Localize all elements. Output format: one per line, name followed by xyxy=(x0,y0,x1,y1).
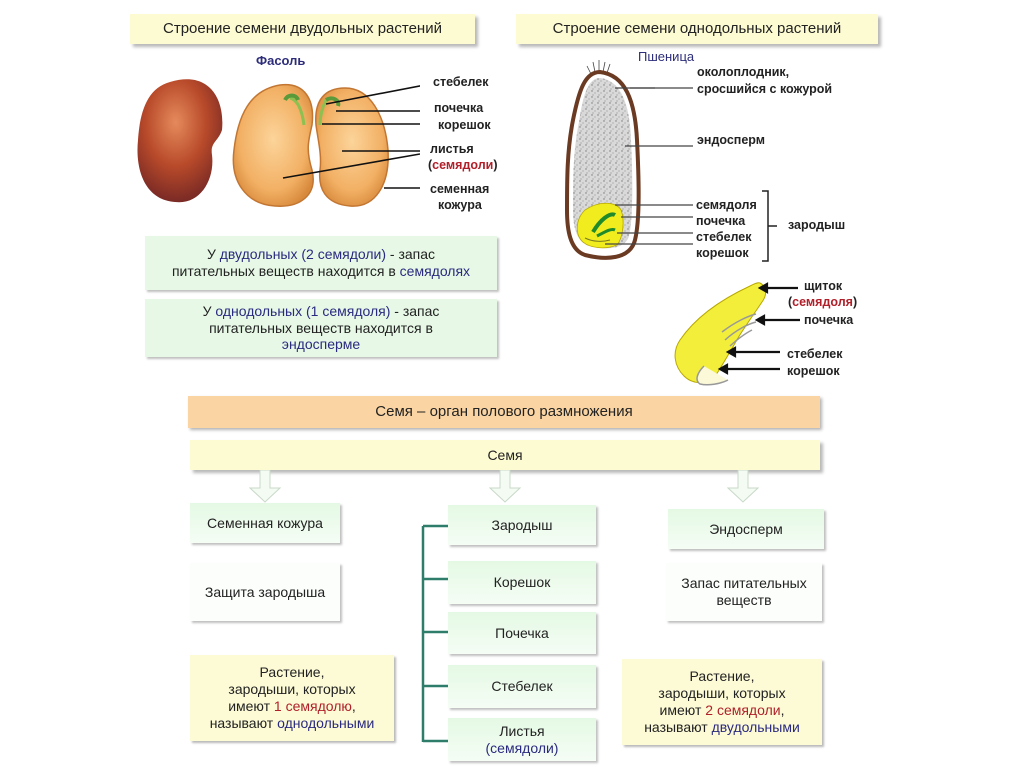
dicot-highlight: двудольных (2 семядоли) xyxy=(219,246,387,263)
def-line: имеют 1 семядолю, xyxy=(228,698,356,715)
label-endosperm: эндосперм xyxy=(697,133,766,147)
label-stem: стебелек xyxy=(696,230,752,244)
seed-box: Семя xyxy=(190,440,820,470)
text: , xyxy=(780,702,785,718)
def-line: называют двудольными xyxy=(644,719,800,736)
embryo-bracket xyxy=(762,190,777,262)
dicot-definition: Растение, зародыши, которых имеют 2 семя… xyxy=(622,659,822,745)
label-pericarp: околоплодник, xyxy=(697,65,790,79)
text: имеют xyxy=(659,702,706,718)
def-line: Растение, xyxy=(259,664,325,681)
embryo-part-leaves: Листья (семядоли) xyxy=(448,718,596,761)
text: , xyxy=(351,698,356,714)
def-line: зародыши, которых xyxy=(228,681,356,698)
label-cotyledons: (семядоли) xyxy=(428,158,498,174)
cotyledons-label: (семядоли) xyxy=(485,739,559,756)
label-seed-coat-1: семенная xyxy=(430,182,490,196)
monocot-highlight: однодольных (1 семядоля) xyxy=(215,302,391,319)
def-line: Растение, xyxy=(689,668,755,685)
one-cotyledon-highlight: 1 семядолю xyxy=(273,698,352,714)
monocot-note: У однодольных (1 семядоля) - запас питат… xyxy=(145,299,497,357)
embryo-part-root: Корешок xyxy=(448,561,596,604)
arrow-down-icon xyxy=(488,470,522,503)
embryo-left xyxy=(289,96,306,126)
label-detail-stem: стебелек xyxy=(787,347,843,361)
bean-half-right xyxy=(315,87,389,207)
def-line: зародыши, которых xyxy=(658,685,786,702)
endosperm-highlight: эндосперме xyxy=(281,336,361,353)
label-bud: почечка xyxy=(696,214,746,228)
text: - запас xyxy=(390,302,440,319)
wheat-embryo-detail xyxy=(674,282,800,386)
text: называют xyxy=(209,714,278,731)
text: У xyxy=(202,302,216,319)
label-bud: почечка xyxy=(434,101,484,115)
label-seed-coat-2: кожура xyxy=(438,198,482,212)
label-shield: щиток xyxy=(804,279,843,293)
def-line: имеют 2 семядоли, xyxy=(660,702,785,719)
monocots-highlight: однодольными xyxy=(277,714,375,731)
def-line: называют однодольными xyxy=(210,715,375,732)
label-cotyledon: семядоля xyxy=(696,198,757,212)
wheat-grain-illustration xyxy=(564,60,655,260)
seed-coat-box: Семенная кожура xyxy=(190,503,340,543)
label-pericarp-2: сросшийся с кожурой xyxy=(697,82,833,96)
arrow-down-icon xyxy=(248,470,282,503)
function-line2: веществ xyxy=(716,592,772,608)
label-leaves: листья xyxy=(430,142,474,156)
embryo-box: Зародыш xyxy=(448,505,596,545)
cotyledons-word: семядоли xyxy=(432,158,494,172)
embryo-part-stem: Стебелек xyxy=(448,665,596,708)
bean-illustration xyxy=(137,79,420,207)
two-cotyledons-highlight: 2 семядоли xyxy=(705,702,781,718)
text: - запас xyxy=(386,246,436,263)
paren-open: ( xyxy=(788,295,793,309)
label-embryo: зародыш xyxy=(788,218,846,232)
text: питательных веществ находится в xyxy=(171,263,400,279)
seed-coat-function: Защита зародыша xyxy=(190,563,340,621)
whole-bean xyxy=(137,79,223,203)
scutellum xyxy=(674,282,767,384)
scheme-header: Семя – орган полового размножения xyxy=(188,396,820,428)
monocot-title: Строение семени однодольных растений xyxy=(516,14,878,44)
monocot-definition: Растение, зародыши, которых имеют 1 семя… xyxy=(190,655,394,741)
label-root: корешок xyxy=(696,246,749,260)
label-shield-cotyledon: (семядоля) xyxy=(788,295,857,311)
dicot-note-line1: У двудольных (2 семядоли) - запас xyxy=(207,246,435,263)
flow-arrows xyxy=(248,470,760,503)
paren-close: ) xyxy=(852,295,858,309)
embryo-part-bud: Почечка xyxy=(448,612,596,654)
wheat-pointer-lines xyxy=(605,87,777,262)
arrow-down-icon xyxy=(726,470,760,503)
label-detail-root: корешок xyxy=(787,364,840,378)
label-stem: стебелек xyxy=(433,75,489,89)
paren-open: ( xyxy=(428,158,433,172)
label-detail-bud: почечка xyxy=(804,313,854,327)
dicot-title: Строение семени двудольных растений xyxy=(130,14,475,44)
text: имеют xyxy=(228,698,274,714)
dicot-note-line2: питательных веществ находится в семядоля… xyxy=(172,263,470,280)
cotyledon-word: семядоля xyxy=(792,295,853,309)
embryo-connector xyxy=(421,524,448,743)
monocot-note-line2: питательных веществ находится в xyxy=(209,319,433,336)
function-line1: Запас питательных xyxy=(681,575,807,592)
dicot-note: У двудольных (2 семядоли) - запас питате… xyxy=(145,236,497,290)
dicots-highlight: двудольными xyxy=(711,718,800,735)
endosperm-function: Запас питательных веществ xyxy=(666,563,822,621)
text: называют xyxy=(644,718,712,735)
monocot-plant-name: Пшеница xyxy=(638,49,695,64)
text: У xyxy=(206,246,220,263)
cotyledons-highlight: семядолях xyxy=(399,263,471,279)
monocot-note-line1: У однодольных (1 семядоля) - запас xyxy=(203,303,440,320)
endosperm-box: Эндосперм xyxy=(668,509,824,549)
embryo-right xyxy=(318,99,328,126)
paren-close: ) xyxy=(493,158,498,172)
label-root: корешок xyxy=(438,118,491,132)
dicot-plant-name: Фасоль xyxy=(256,53,306,68)
leaves-label: Листья xyxy=(499,722,545,739)
bean-half-left xyxy=(232,84,314,207)
